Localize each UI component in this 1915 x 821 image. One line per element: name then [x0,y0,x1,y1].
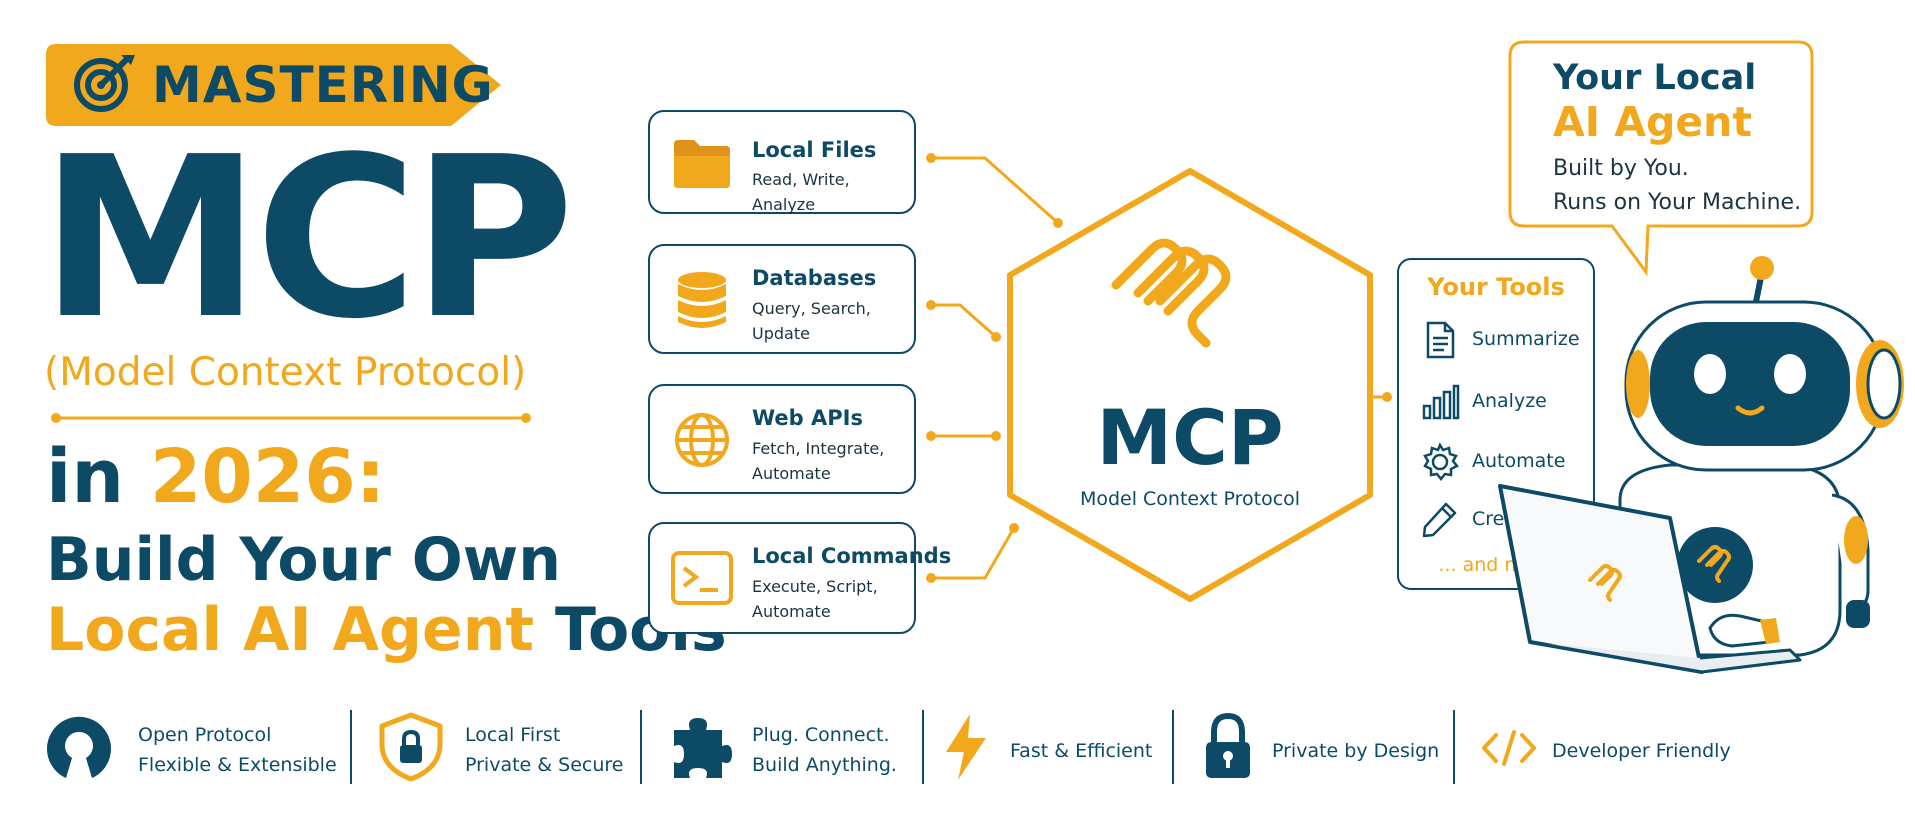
main-title: MCP [40,110,575,368]
feature-title: Plug. Connect. [752,724,890,746]
feature-title: Open Protocol [138,724,272,746]
bubble-line-4: Runs on Your Machine. [1553,190,1802,215]
tool-item-automate: Automate [1420,440,1590,484]
pencil-icon [1422,502,1457,538]
source-desc: Execute, Script, Automate [752,577,878,621]
tool-label: Automate [1472,450,1566,472]
tool-label: Analyze [1472,390,1547,412]
bubble-body: Built by You. Runs on Your Machine. [1553,152,1801,220]
feature-private: Private by Design [1272,736,1439,766]
mastering-badge [46,44,501,126]
source-title: Databases [752,266,877,290]
headline-local: Local AI Agent Tools [46,600,727,660]
feature-title: Fast & Efficient [1010,740,1153,762]
feature-separator [350,710,352,784]
padlock-icon [1206,712,1250,778]
tool-item-analyze: Analyze [1420,380,1590,424]
source-title: Local Files [752,138,877,162]
feature-separator [1453,710,1455,784]
center-title: MCP [1096,393,1284,482]
mcp-logo-icon [1111,238,1231,348]
headline-build: Build Your Own [46,525,561,595]
feature-local-first: Local First Private & Secure [465,720,623,780]
lightning-icon [946,714,986,780]
tool-label: Summarize [1472,328,1580,350]
target-icon [74,55,135,112]
bubble-line-3: Built by You. [1553,156,1689,181]
source-desc: Fetch, Integrate, Automate [752,439,885,483]
feature-separator [1172,710,1174,784]
feature-desc: Flexible & Extensible [138,754,337,776]
speech-bubble [1508,40,1814,277]
source-title: Web APIs [752,406,863,430]
feature-title: Private by Design [1272,740,1440,762]
badge-label: MASTERING [152,56,494,114]
feature-open-protocol: Open Protocol Flexible & Extensible [138,720,337,780]
code-icon [1482,730,1536,766]
database-icon [678,272,726,328]
mcp-hexagon [1007,168,1373,602]
headline-year: 2026: [149,434,386,520]
globe-icon [675,413,729,467]
bar-chart-icon [1422,384,1460,420]
feature-separator [640,710,642,784]
feature-desc: Private & Secure [465,754,624,776]
shield-lock-icon [379,712,443,782]
feature-fast: Fast & Efficient [1010,736,1152,766]
gear-icon [1423,442,1459,482]
puzzle-icon [674,718,732,778]
headline-local-highlight: Local AI Agent [46,595,535,665]
source-local-commands: Local Commands Execute, Script, Automate [648,522,951,634]
feature-developer: Developer Friendly [1552,736,1731,766]
headline-in: in [46,434,125,520]
headline-year-line: in 2026: [46,440,385,514]
robot-illustration [1498,256,1904,674]
center-subtitle: Model Context Protocol [1079,488,1301,510]
terminal-icon [671,551,733,605]
main-subtitle: (Model Context Protocol) [44,350,527,395]
tools-title: Your Tools [1427,273,1565,301]
source-web-apis: Web APIs Fetch, Integrate, Automate [648,384,916,494]
bubble-line-2: AI Agent [1553,98,1752,146]
source-local-files: Local Files Read, Write, Analyze [648,110,916,214]
feature-title: Developer Friendly [1552,740,1731,762]
feature-plug-connect: Plug. Connect. Build Anything. [752,720,897,780]
source-databases: Databases Query, Search, Update [648,244,916,354]
feature-separator [922,710,924,784]
source-desc: Read, Write, Analyze [752,170,850,214]
feature-title: Local First [465,724,561,746]
folder-icon [674,140,730,188]
title-divider [51,413,531,423]
document-icon [1426,321,1455,359]
bubble-line-1: Your Local [1553,58,1757,98]
source-title: Local Commands [752,544,952,568]
tool-item-summarize: Summarize [1420,318,1590,362]
feature-desc: Build Anything. [752,754,897,776]
source-desc: Query, Search, Update [752,299,871,343]
open-source-icon [46,716,111,778]
